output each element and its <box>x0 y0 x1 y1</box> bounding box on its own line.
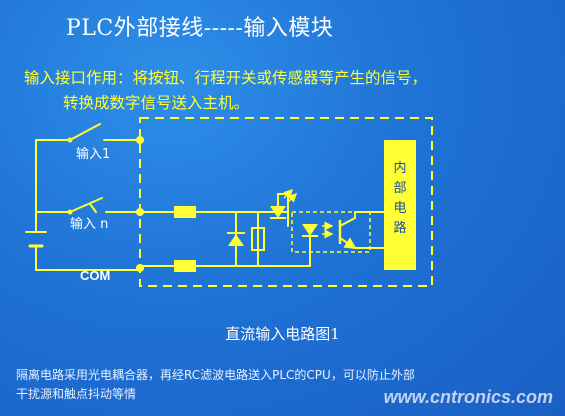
internal-circuit-char-1: 内 <box>393 160 406 176</box>
com-label: COM <box>80 268 110 283</box>
terminal-com <box>136 264 144 272</box>
led-light-arrow-2 <box>287 192 298 203</box>
terminal-input1 <box>136 136 144 144</box>
phototransistor-collector <box>339 217 356 227</box>
internal-circuit-block <box>384 140 416 270</box>
phototransistor-emitter <box>339 237 357 250</box>
filter-resistor <box>251 227 265 251</box>
diagram-caption: 直流输入电路图1 <box>225 325 340 343</box>
switch1-contact <box>67 137 73 143</box>
description-line-2: 转换成数字信号送入主机。 <box>63 94 250 112</box>
input1-switch-blade <box>69 123 101 141</box>
input-resistor <box>174 206 196 218</box>
com-resistor <box>174 260 196 272</box>
terminal-inputn <box>136 208 144 216</box>
internal-circuit-char-3: 电 <box>393 201 406 216</box>
description: 输入接口作用：将按钮、行程开关或传感器等产生的信号， 转换成数字信号送入主机。 <box>24 66 427 116</box>
input1-label: 输入1 <box>76 146 110 162</box>
inputn-switch-blade <box>69 197 103 213</box>
inputn-label: 输入 n <box>70 216 108 232</box>
optocoupler-led <box>302 224 318 236</box>
indicator-led <box>270 206 286 218</box>
internal-circuit-char-4: 路 <box>393 220 406 236</box>
explanation-note: 隔离电路采用光电耦合器，再经RC滤波电路送入PLC的CPU，可以防止外部 干扰源… <box>16 366 415 404</box>
plc-module-boundary <box>139 117 433 287</box>
description-line-1: 输入接口作用：将按钮、行程开关或传感器等产生的信号， <box>24 69 428 87</box>
site-watermark: www.cntronics.com <box>383 387 553 407</box>
zener-diode <box>228 234 244 246</box>
note-line-1: 隔离电路采用光电耦合器，再经RC滤波电路送入PLC的CPU，可以防止外部 <box>16 368 415 382</box>
inputn-switch-actuator <box>89 203 97 213</box>
switchn-contact <box>67 209 73 215</box>
slide-title: PLC外部接线-----输入模块 <box>66 16 334 41</box>
internal-circuit-char-2: 部 <box>393 181 406 196</box>
optocoupler-box <box>291 211 371 253</box>
note-line-2: 干扰源和触点抖动等情 <box>16 387 137 401</box>
